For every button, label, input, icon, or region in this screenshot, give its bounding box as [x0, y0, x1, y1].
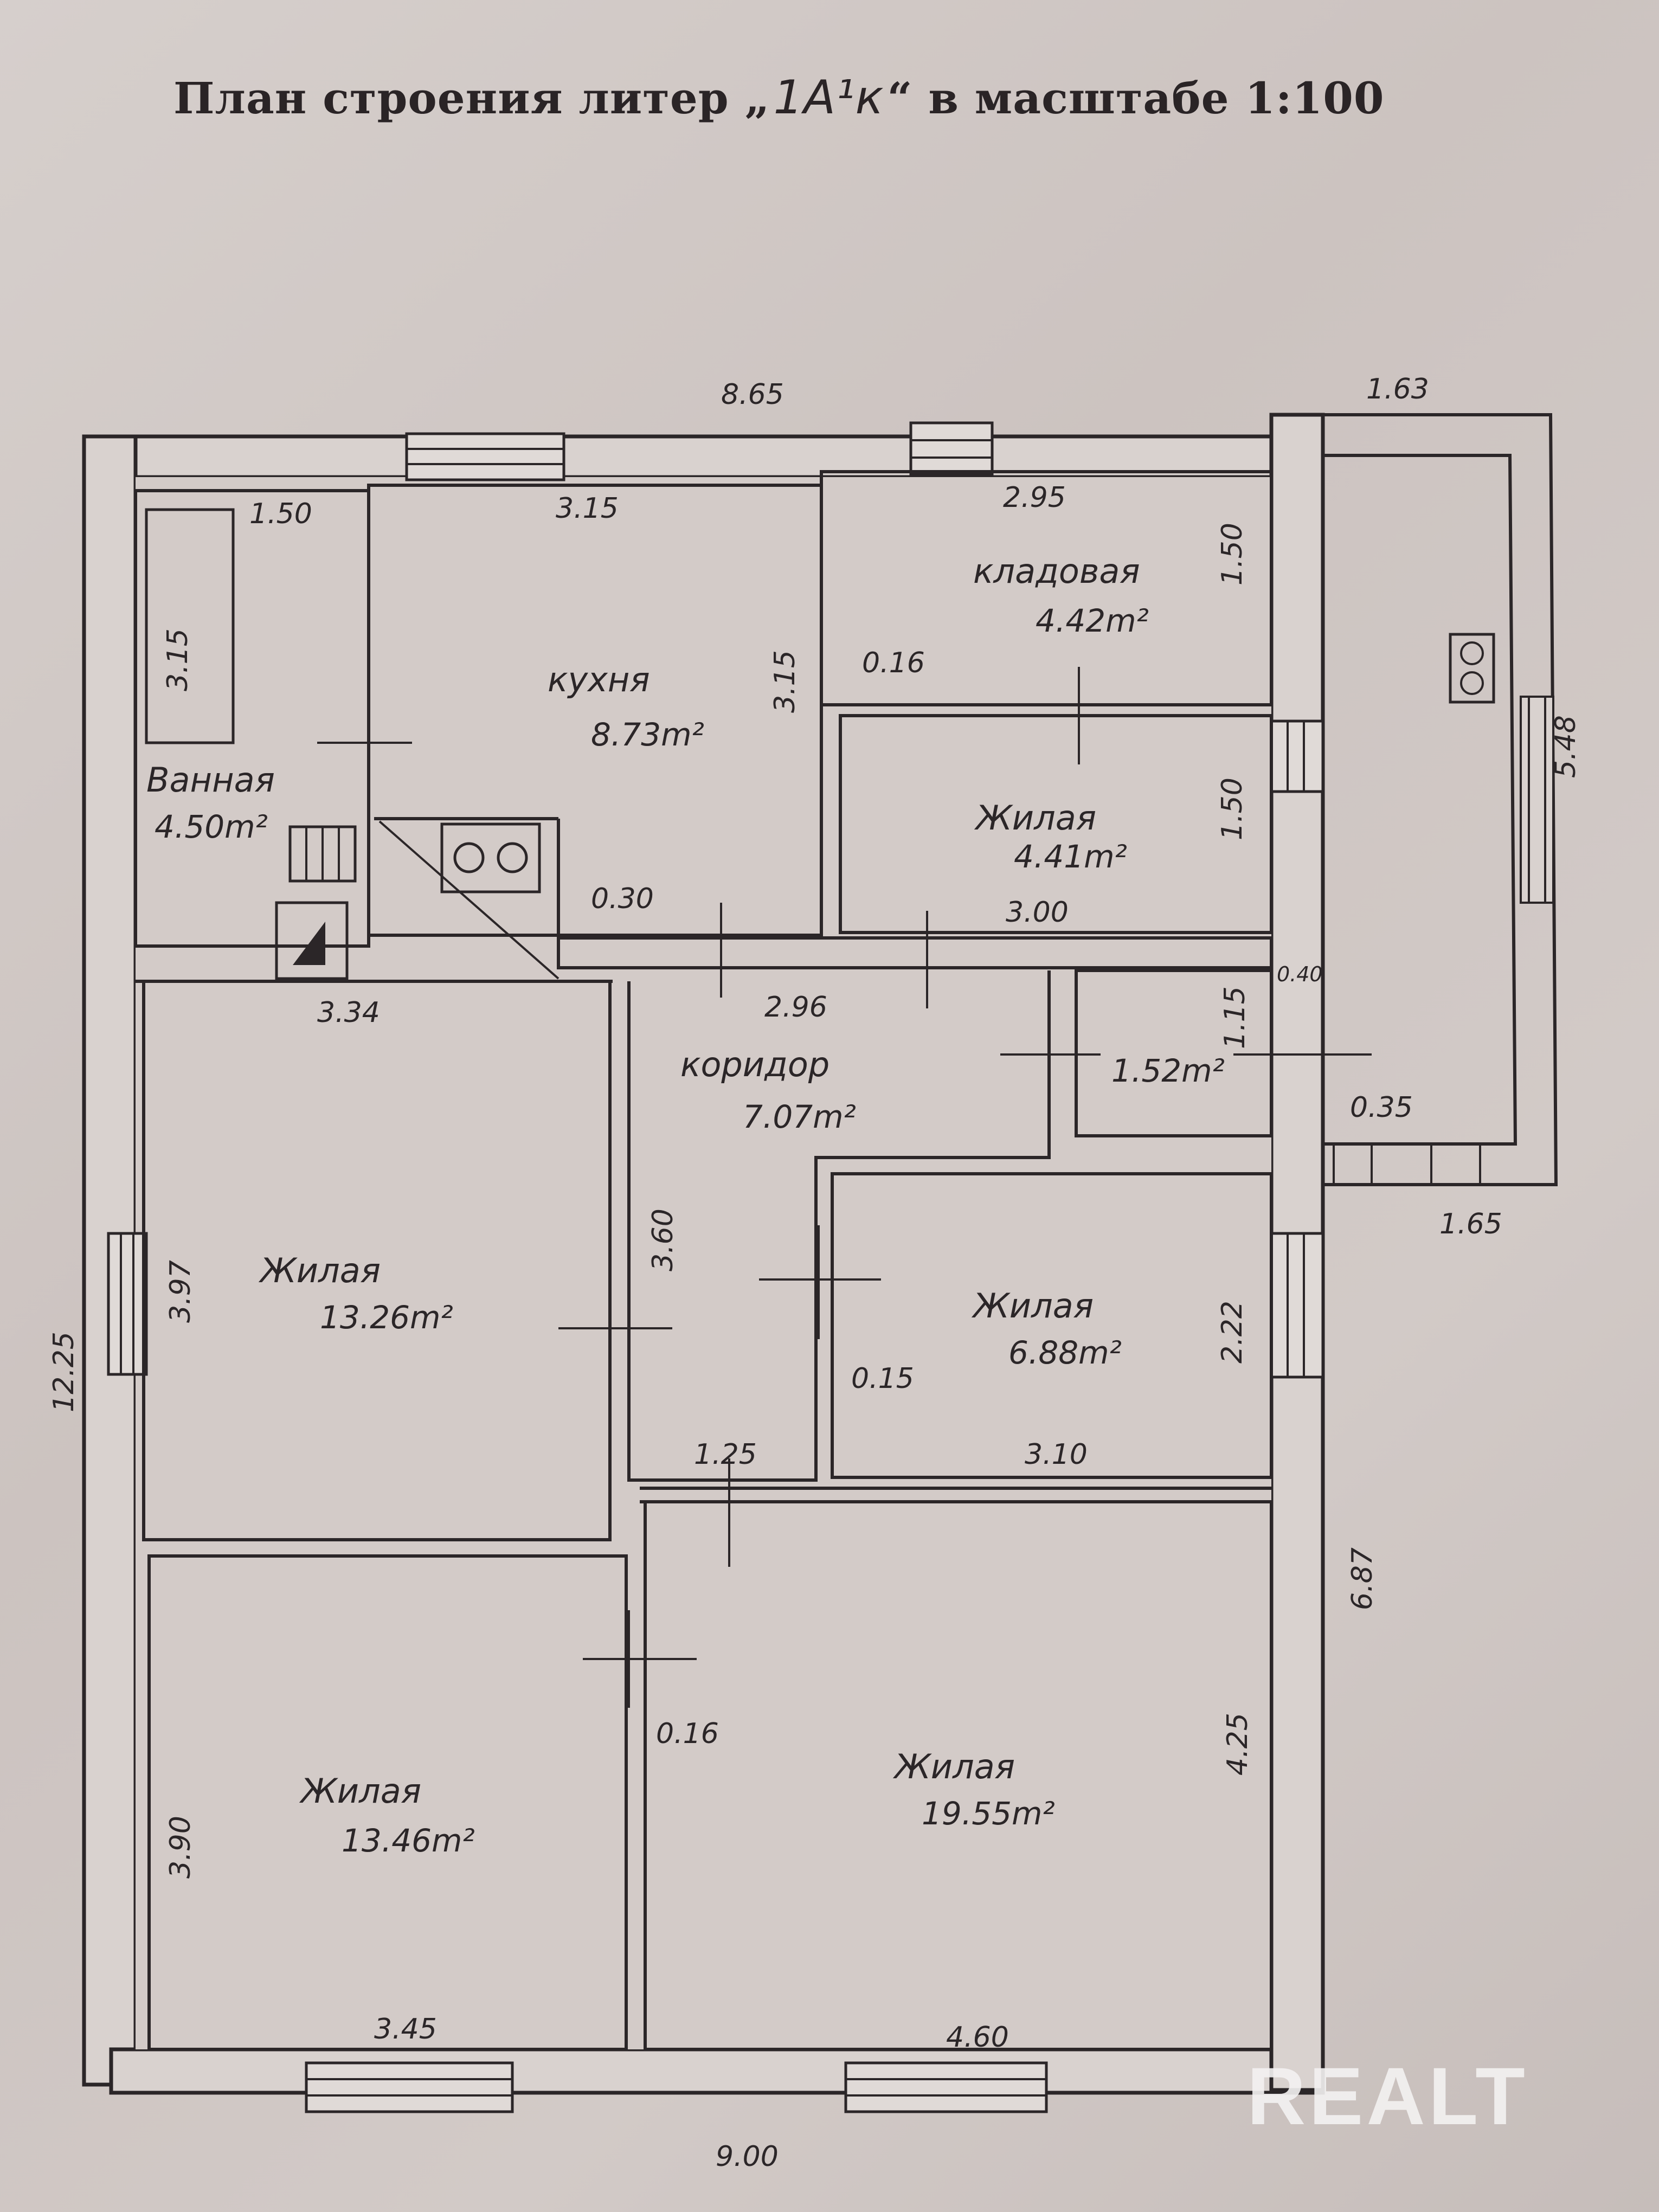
- dim-small-room-w: 3.00: [1006, 896, 1069, 929]
- dim-living-left-h: 3.97: [164, 1260, 197, 1323]
- porch-stove-icon: [1449, 633, 1495, 704]
- room-area-living-large: 19.55m²: [922, 1795, 1055, 1832]
- title-suffix: “ в масштабе 1:100: [887, 73, 1385, 124]
- window-left: [107, 1232, 148, 1376]
- room-area-corridor: 7.07m²: [743, 1098, 856, 1135]
- dim-closet-h: 1.15: [1219, 986, 1251, 1049]
- room-name-pantry: кладовая: [973, 551, 1140, 591]
- dim-living-lb-w: 3.45: [374, 2013, 437, 2046]
- room-name-living-left-bottom: Жилая: [299, 1771, 421, 1811]
- room-name-living-large: Жилая: [892, 1747, 1015, 1786]
- dim-bath-h: 3.15: [162, 628, 194, 691]
- living-left-top-walls: [142, 980, 612, 1541]
- dim-corridor-niche: 1.25: [694, 1438, 757, 1471]
- dim-right-lower: 6.87: [1346, 1547, 1379, 1610]
- dim-wall-016-a: 0.16: [862, 647, 925, 679]
- door-markers: [317, 667, 1372, 1708]
- outer-walls: [82, 413, 1325, 2095]
- dim-living-large-h: 4.25: [1221, 1713, 1254, 1776]
- dim-bottom-total: 9.00: [716, 2140, 779, 2173]
- dim-small-room-h: 1.50: [1216, 777, 1249, 840]
- room-area-bath: 4.50m²: [155, 808, 268, 845]
- window-bottom-right: [844, 2061, 1048, 2113]
- window-small-room: [1270, 719, 1324, 793]
- dim-wall-035: 0.35: [1350, 1091, 1413, 1124]
- dim-wall-015: 0.15: [851, 1362, 914, 1395]
- dim-porch-top: 1.63: [1366, 373, 1429, 406]
- window-kitchen: [405, 432, 565, 481]
- dimension-labels: 8.65 1.63 5.48 1.65 12.25 6.87 9.00 1.50…: [48, 373, 1582, 2173]
- room-name-kitchen: кухня: [548, 660, 650, 699]
- porch-steps: [1333, 1143, 1481, 1186]
- title-litera: 1А¹к: [773, 70, 884, 125]
- dim-corridor-h: 3.60: [647, 1208, 679, 1271]
- interior-fill: [136, 477, 1271, 2049]
- room-labels: Ванная 4.50m² кухня 8.73m² кладовая 4.42…: [146, 551, 1225, 1859]
- dim-living-lb-h: 3.90: [164, 1816, 197, 1879]
- small-room-walls: [839, 714, 1273, 934]
- dim-bath-w: 1.50: [249, 498, 312, 530]
- room-name-living-left-top: Жилая: [258, 1251, 381, 1290]
- dim-pantry-w: 2.95: [1003, 481, 1066, 514]
- dim-living-left-w: 3.34: [317, 996, 380, 1029]
- room-area-closet: 1.52m²: [1111, 1052, 1225, 1089]
- stove-icon: [440, 822, 541, 893]
- room-name-living-small: Жилая: [974, 798, 1096, 838]
- closet-walls: [1075, 969, 1273, 1137]
- porch-window: [1520, 696, 1554, 904]
- wall-bottom: [109, 2047, 1325, 2095]
- plan-title: План строения литер „1А¹к“ в масштабе 1:…: [173, 70, 1385, 125]
- dim-pantry-h: 1.50: [1216, 523, 1249, 586]
- room-area-living-small: 4.41m²: [1014, 838, 1127, 875]
- dim-kitchen-w: 3.15: [556, 492, 619, 525]
- title-prefix: План строения литер „: [173, 73, 770, 124]
- window-bottom-left: [305, 2061, 514, 2113]
- corridor-walls: [627, 970, 1051, 1482]
- room-area-living-left-top: 13.26m²: [320, 1299, 453, 1336]
- dim-porch-right: 5.48: [1549, 715, 1582, 778]
- living-mid-walls: [831, 1172, 1273, 1479]
- room-area-living-mid: 6.88m²: [1008, 1334, 1122, 1371]
- kitchen-walls: [367, 484, 823, 937]
- porch-inner: [1323, 454, 1517, 1146]
- dim-wall-040: 0.40: [1277, 962, 1323, 986]
- dim-living-mid-w: 3.10: [1025, 1438, 1088, 1471]
- porch: [1323, 413, 1558, 1186]
- room-area-living-left-bottom: 13.46m²: [342, 1822, 475, 1859]
- living-left-bottom-walls: [147, 1554, 628, 2051]
- window-pantry: [909, 421, 994, 476]
- window-mid-room: [1270, 1232, 1324, 1379]
- dim-wall-016-b: 0.16: [656, 1718, 719, 1750]
- dim-top-total: 8.65: [721, 378, 784, 411]
- interior-walls: [134, 470, 1273, 2051]
- room-name-corridor: коридор: [680, 1045, 829, 1084]
- dim-living-large-w: 4.60: [946, 2021, 1009, 2054]
- dim-porch-bottom: 1.65: [1439, 1208, 1502, 1240]
- dim-wall-030: 0.30: [591, 883, 654, 915]
- windows: [107, 421, 1324, 2113]
- room-name-bath: Ванная: [146, 760, 275, 800]
- room-area-kitchen: 8.73m²: [591, 716, 704, 753]
- room-name-living-mid: Жилая: [971, 1286, 1094, 1326]
- room-area-pantry: 4.42m²: [1036, 602, 1149, 639]
- dim-corridor-w: 2.96: [764, 991, 827, 1024]
- wall-kitchen-corridor: [557, 936, 1273, 969]
- dim-living-mid-h: 2.22: [1216, 1301, 1249, 1364]
- living-large-walls: [644, 1500, 1273, 2051]
- bathtub: [145, 508, 235, 744]
- boiler-icon: [275, 901, 349, 980]
- dim-left-total: 12.25: [48, 1332, 80, 1412]
- realt-watermark: REALT: [1247, 2050, 1528, 2142]
- dim-kitchen-h: 3.15: [769, 650, 801, 713]
